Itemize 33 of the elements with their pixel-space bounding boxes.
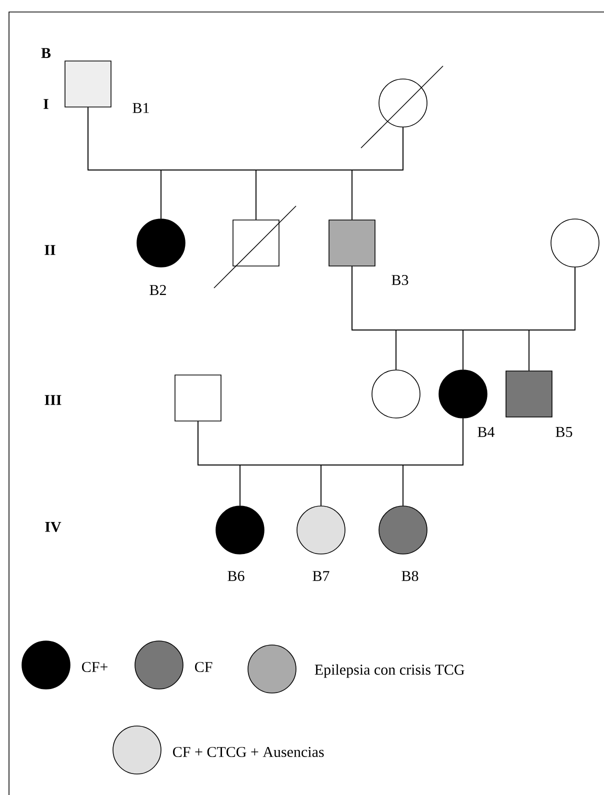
male-square [506, 370, 552, 418]
individual-label: B2 [150, 285, 166, 295]
female-circle [550, 218, 600, 268]
individual-label: B5 [556, 427, 572, 437]
generation-label: III [44, 395, 62, 405]
legend-label: Epilepsia con crisis TCG [314, 664, 464, 678]
female-circle [216, 506, 264, 554]
female-circle [296, 506, 346, 554]
male-square [328, 220, 376, 266]
female-circle [378, 506, 428, 554]
generation-label: IV [45, 522, 62, 532]
descent-line [528, 267, 576, 371]
individual-label: B3 [392, 274, 408, 286]
generation-label: II [44, 245, 56, 255]
generation-label: B [41, 48, 51, 58]
legend-label: CF [195, 662, 212, 672]
individual-label: B6 [228, 570, 244, 582]
male-square [174, 374, 222, 422]
deceased-female-circle [360, 66, 444, 148]
generation-label: I [44, 99, 48, 109]
male-square [64, 60, 112, 108]
female-circle [372, 370, 420, 418]
deceased-male-square [214, 206, 296, 288]
legend-label: CF + CTCG + Ausencias [173, 746, 324, 758]
individual-label: B7 [312, 571, 330, 581]
individual-label: B4 [478, 427, 494, 437]
legend-label: CF+ [82, 662, 108, 672]
female-circle [136, 218, 186, 268]
descent-line [352, 127, 404, 220]
female-circle [438, 370, 488, 418]
individual-label: B8 [402, 570, 418, 582]
descent-line [402, 418, 464, 506]
individual-label: B1 [132, 103, 149, 113]
